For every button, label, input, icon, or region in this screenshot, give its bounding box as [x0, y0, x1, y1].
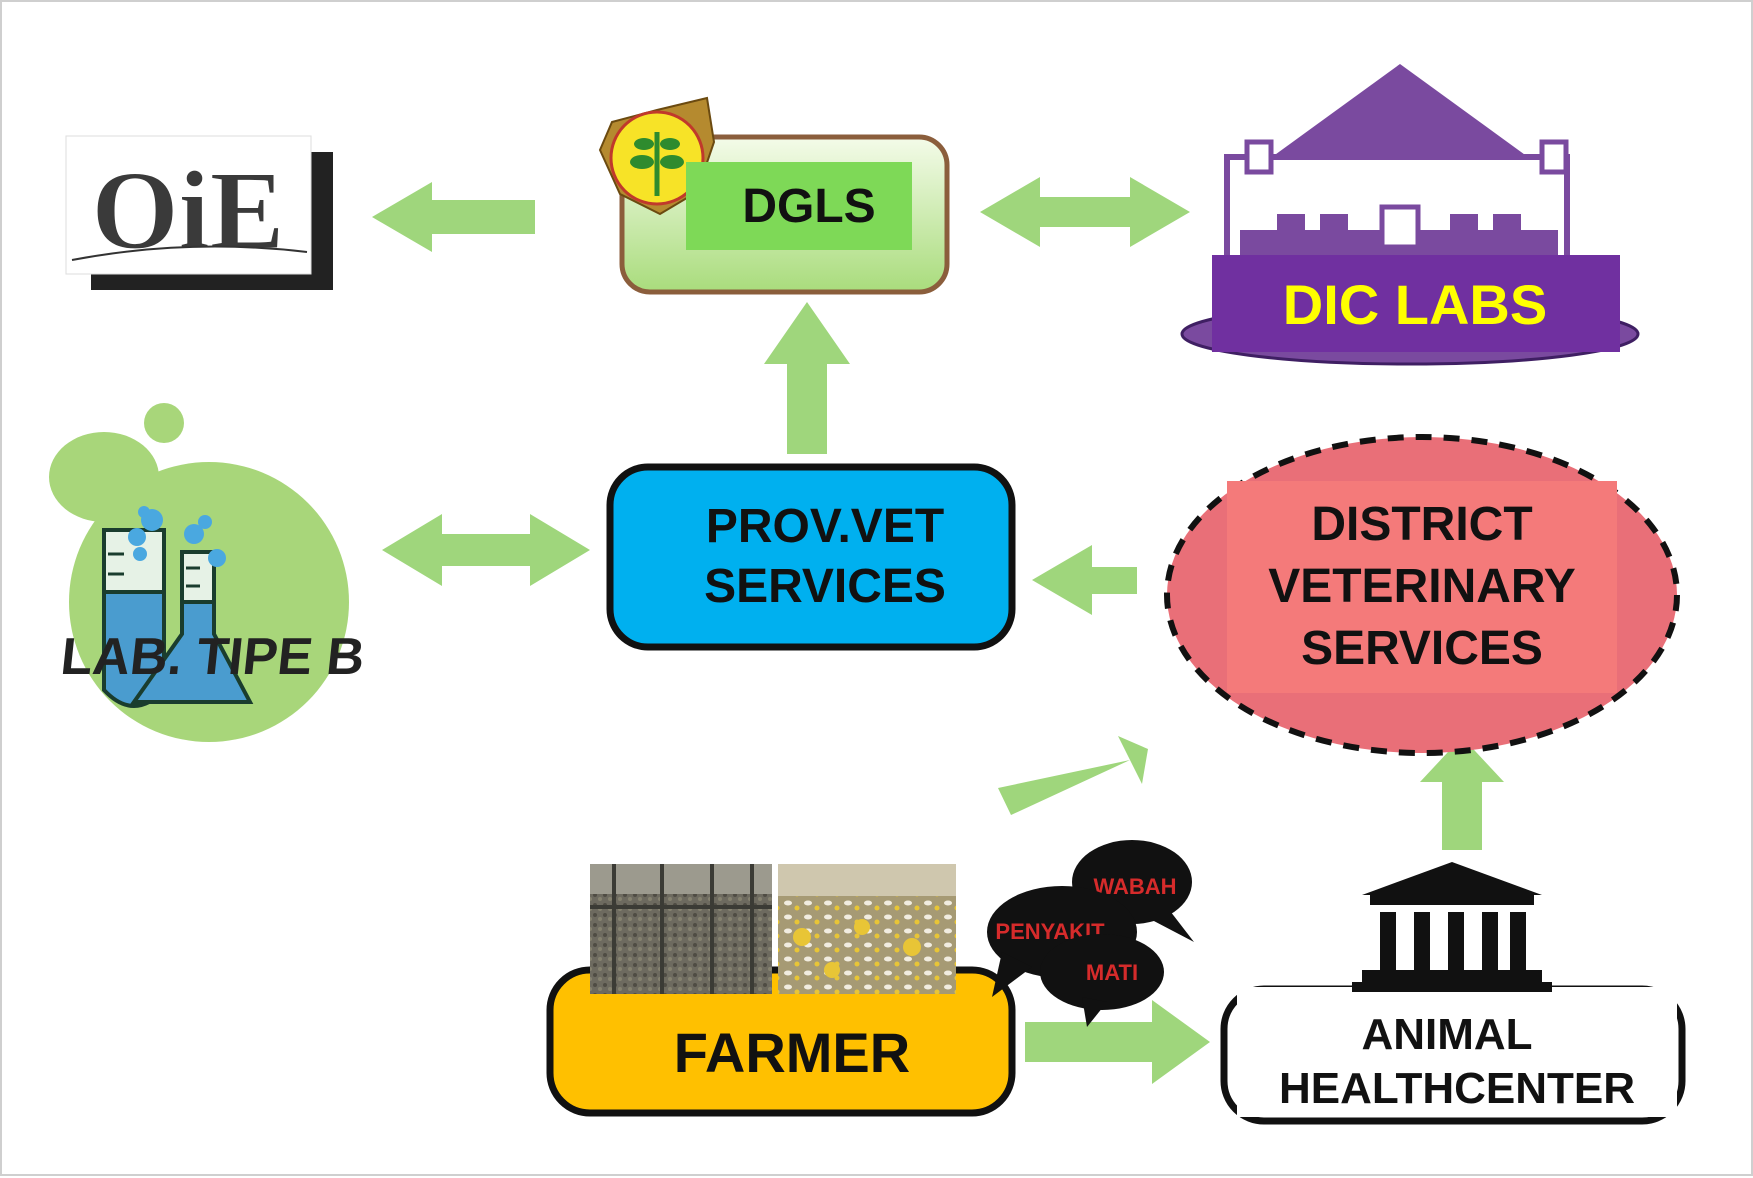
dic-labs-label: DIC LABS: [1283, 273, 1547, 336]
farmer-label: FARMER: [674, 1021, 910, 1084]
district-label-box: [1227, 481, 1617, 693]
oie-logo-swoosh: [71, 245, 308, 261]
dic-labs-label-box: [1212, 255, 1620, 352]
animal-health-node: ANIMAL HEALTHCENTER: [1220, 862, 1686, 1125]
district-label-line3: SERVICES: [1301, 622, 1543, 675]
dgls-label-box: [686, 162, 912, 250]
district-node: DISTRICT VETERINARY SERVICES: [1164, 434, 1680, 756]
arrow-farmer-to-district: [998, 736, 1148, 815]
arrow-farmer-to-health: [1025, 1000, 1210, 1084]
speech-bubble-mati-text: MATI: [1086, 960, 1138, 985]
lab-circle-lobe: [49, 432, 159, 522]
prov-vet-label-line2: SERVICES: [704, 560, 946, 613]
animal-health-label-box: [1237, 987, 1677, 1117]
arrow-health-to-district: [1420, 737, 1504, 850]
arrow-dgls-to-oie: [372, 182, 535, 252]
lab-bubbles-icon: [128, 506, 226, 567]
arrows: [372, 177, 1504, 1084]
prov-vet-label-line1: PROV.VET: [706, 500, 944, 553]
dgls-node: DGLS: [598, 96, 950, 295]
arrow-district-to-prov-vet: [1032, 545, 1137, 615]
dgls-label: DGLS: [742, 180, 875, 233]
animal-health-label-line1: ANIMAL: [1361, 1010, 1532, 1059]
lab-bubble-small: [144, 403, 184, 443]
district-label-line2: VETERINARY: [1268, 560, 1576, 613]
dic-labs-node: DIC LABS: [1180, 64, 1640, 366]
animal-health-label-line2: HEALTHCENTER: [1279, 1064, 1635, 1113]
oie-node: OiE: [65, 135, 333, 290]
prov-vet-label-box: [627, 480, 985, 630]
speech-bubble-mati: MATI: [1040, 934, 1164, 1027]
speech-bubble-wabah-text: WABAH: [1093, 874, 1176, 899]
poultry-farm-photos: [590, 864, 956, 994]
farmer-node: FARMER: [546, 864, 1016, 1117]
prov-vet-node: PROV.VET SERVICES: [606, 463, 1016, 651]
arrow-lab-prov-vet: [382, 514, 590, 586]
lab-tipe-b-label: LAB. TIPE B: [58, 628, 367, 686]
government-building-icon: [1352, 862, 1552, 992]
arrow-prov-vet-to-dgls: [764, 302, 850, 454]
lab-tipe-b-node: LAB. TIPE B: [49, 403, 367, 742]
oie-logo-background: [65, 135, 312, 275]
speech-bubbles: WABAH PENYAKIT MATI: [987, 840, 1194, 1027]
lab-flask-icon: [102, 528, 254, 708]
oie-logo-text: OiE: [92, 149, 285, 273]
district-label-line1: DISTRICT: [1311, 498, 1532, 551]
ministry-emblem-icon: [598, 96, 716, 216]
arrow-dgls-dic-labs: [980, 177, 1190, 247]
